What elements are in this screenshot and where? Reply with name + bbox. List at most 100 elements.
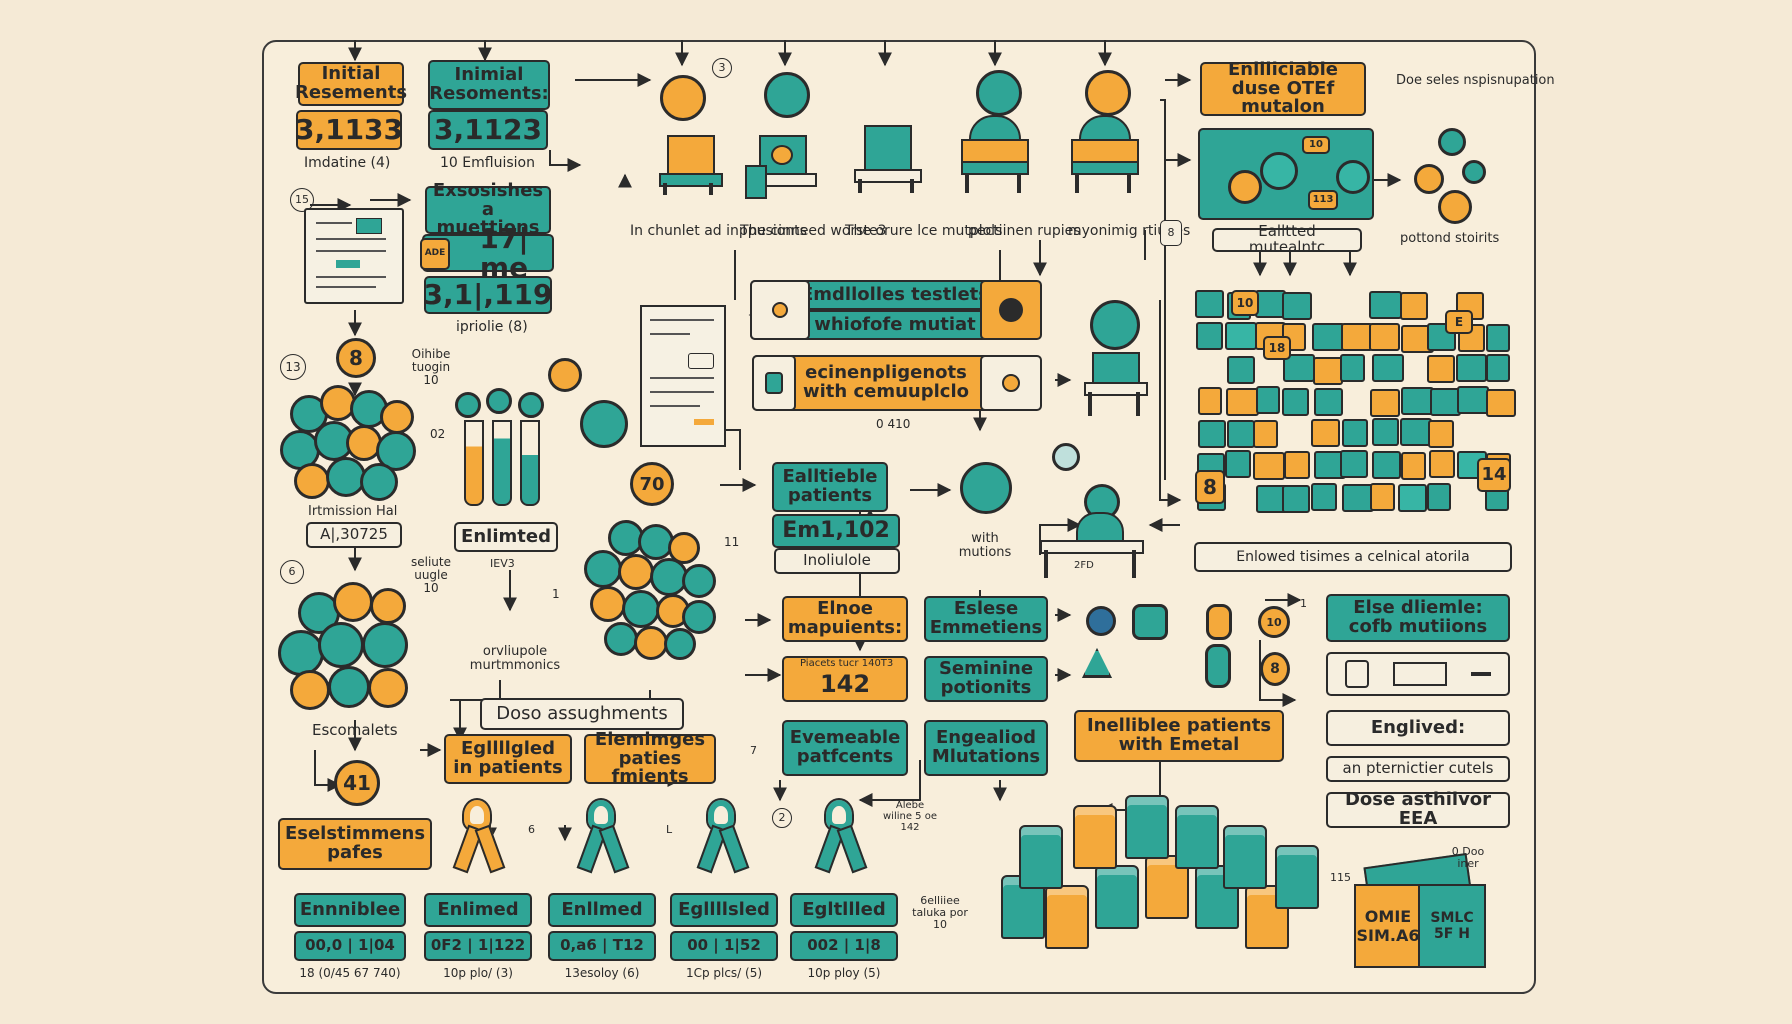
canister-icon	[1095, 865, 1139, 929]
mosaic-tile	[1370, 389, 1400, 417]
mosaic-tile	[1427, 483, 1451, 511]
mosaic-tile	[1341, 323, 1373, 351]
canister-icon	[1275, 845, 1319, 909]
col-label-3: The orure lce mutplols	[845, 223, 1003, 239]
potiond-label: pottond stoirits	[1400, 231, 1500, 246]
doo-iner-label: 0 Doo iner	[1451, 845, 1485, 871]
box-label-right: SMLC 5F H	[1418, 884, 1486, 968]
cell-icon-top-2	[764, 72, 810, 118]
col-label-1: In chunlet ad inppusionts	[630, 223, 807, 239]
mosaic-tile	[1312, 323, 1345, 351]
bottom-card-sub: 13esoloy (6)	[564, 966, 640, 980]
tally-label: 6elliiee taluka por 10	[912, 894, 968, 932]
bottom-card-2: Enlimed 0F2 | 1|122 10p plo/ (3)	[424, 893, 532, 980]
small-badge-icon	[548, 358, 582, 392]
bottom-card-5: Egltllled 002 | 1|8 10p ploy (5)	[790, 893, 898, 980]
ealltted-label: Ealltted mutealntc	[1212, 223, 1362, 255]
mosaic-tile	[1372, 418, 1399, 446]
bottom-card-value: 00 | 1|52	[670, 931, 778, 961]
mosaic-tile	[1427, 355, 1455, 383]
mosaic-tile	[1256, 386, 1280, 414]
label-L: L	[666, 823, 673, 836]
bottom-card-title: Enllmed	[548, 893, 656, 927]
label-1: 1	[552, 587, 560, 601]
mosaic-tile	[1225, 322, 1257, 350]
bottom-card-sub: 10p ploy (5)	[807, 966, 881, 980]
bottom-card-title: Egltllled	[790, 893, 898, 927]
box-label-left: OMIE SIM.A6	[1354, 884, 1422, 968]
initial-teal-title: Inimial Resoments:	[428, 60, 550, 110]
label-iev3: IEV3	[490, 557, 515, 570]
tile-113: 113	[1308, 190, 1338, 210]
label-emfluision: 10 Emfluision	[440, 155, 535, 171]
elnoe-title: Elnoe mapuients:	[782, 596, 908, 642]
label-2fd: 2FD	[1074, 560, 1094, 571]
esel-title: Eselstimmens pafes	[278, 818, 432, 870]
bottom-card-title: Egllllsled	[670, 893, 778, 927]
canister-icon	[1073, 805, 1117, 869]
mosaic-tile	[1195, 290, 1224, 318]
mutation-cluster-3	[584, 520, 716, 660]
capsule-small-icon	[1206, 604, 1232, 640]
pill-icon-1	[660, 75, 706, 121]
tile-10-badge: 10	[1258, 606, 1290, 638]
with-mutions: with mutions	[958, 531, 1012, 561]
else-icons	[1326, 652, 1510, 696]
value-142: 142	[782, 656, 908, 702]
mosaic-tile	[1340, 450, 1368, 478]
num-15: 15	[290, 188, 314, 212]
test-tubes-icon	[460, 420, 540, 510]
mosaic-tile	[1198, 420, 1226, 448]
label-1-right: 1	[1300, 597, 1307, 610]
emlli-bug-icon	[980, 280, 1042, 340]
num-6: 6	[280, 560, 304, 584]
badge-8: 8	[336, 338, 376, 378]
mosaic-tile	[1428, 420, 1454, 448]
ecin-icon-right	[980, 355, 1042, 411]
bottom-card-sub: 18 (0/45 67 740)	[299, 966, 401, 980]
right-title-orange: Enllliciable duse OTEf mutalon	[1200, 60, 1366, 116]
molecule-small-icon	[1086, 606, 1116, 636]
chair-icon-1	[655, 125, 725, 195]
tile-8-badge: 8	[1260, 652, 1290, 686]
tile-badge-14: 14	[1477, 458, 1511, 492]
chair-icon-2	[745, 125, 819, 199]
label-115: 115	[1330, 871, 1351, 884]
tile-badge-8: 8	[1195, 470, 1225, 504]
label-ipriolle: ipriolie (8)	[456, 319, 528, 335]
canister-icon	[1175, 805, 1219, 869]
mosaic-tile	[1198, 387, 1222, 415]
list-document-icon	[640, 305, 726, 447]
initial-teal-value: 3,1123	[428, 110, 548, 150]
tile-badge-18: 18	[1263, 336, 1291, 360]
document-icon	[304, 208, 404, 304]
num-3: 3	[712, 58, 732, 78]
bubble-icon	[1052, 443, 1080, 471]
inel-title: Inelliblee patients with Emetal	[1074, 710, 1284, 762]
mosaic-tile	[1282, 292, 1312, 320]
bottom-card-value: 0,a6 | T12	[548, 931, 656, 961]
mosaic-tile	[1253, 420, 1278, 448]
bottom-card-sub: 1Cp plcs/ (5)	[685, 966, 763, 980]
mosaic-tile	[1342, 419, 1368, 447]
label-ohibe: Oihibe tuogin 10	[411, 347, 451, 388]
mosaic-tile	[1457, 386, 1489, 414]
exosis-value-2: 3,1|,119	[424, 276, 552, 314]
ribbon-icon-teal-2	[696, 798, 750, 874]
mosaic-tile	[1401, 452, 1426, 480]
col-label-4: pectiinen rupies	[968, 223, 1081, 239]
tile-10: 10	[1302, 136, 1330, 154]
enlowed-box: Enlowed tisimes a celnical atorila	[1194, 542, 1512, 572]
elem-patients: Elemimges paties fmients	[584, 730, 716, 786]
mosaic-tile	[1282, 388, 1309, 416]
document-box-icon: OMIE SIM.A6 SMLC 5F H	[1350, 852, 1490, 970]
mosaic-tile	[1314, 388, 1343, 416]
mutation-panel: 10 113	[1198, 128, 1374, 220]
mosaic-tile	[1284, 451, 1310, 479]
alebe-label: Alebe wiline 5 oe 142	[883, 800, 937, 833]
mosaic-tile	[1313, 357, 1343, 385]
dose-eea-box: Dose asthilvor EEA	[1326, 790, 1510, 828]
evem-title: Evemeable patfcents	[782, 720, 908, 776]
label-ovliupole: orvliupole murtmmonics	[469, 644, 561, 674]
canister-icon	[1045, 885, 1089, 949]
